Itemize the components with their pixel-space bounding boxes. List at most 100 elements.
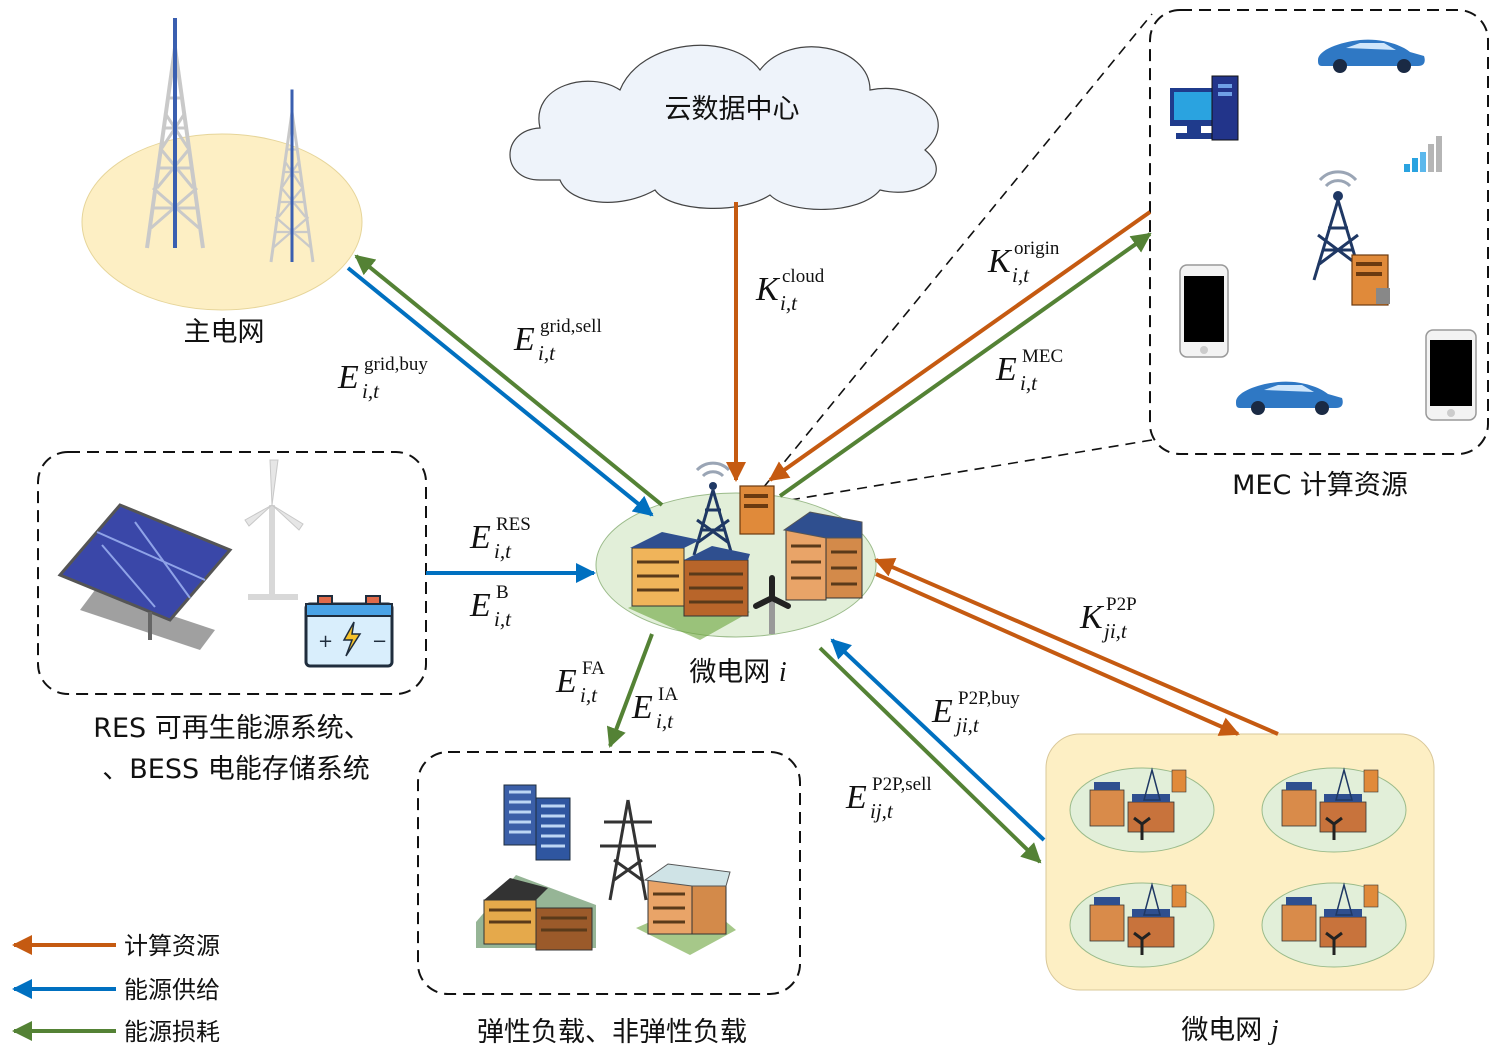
flow-label-sup: RES [496,514,531,535]
res-bess-panel: + − RES 可再生能源系统、 、BESS 电能存储系统 [37,451,427,785]
building-icon [782,511,863,601]
mini-microgrid [1068,881,1216,969]
mec-label: MEC 计算资源 [1232,470,1408,501]
flow-label-base: E [469,587,491,624]
flow-label-sup: MEC [1022,346,1063,367]
svg-text:−: − [372,631,387,652]
flow-label-sub: i,t [780,291,798,315]
building-icon [476,875,596,951]
cloud-label: 云数据中心 [665,94,800,125]
microgrid-i-label: 微电网 i [689,657,786,688]
arrow-grid-sell [354,254,664,507]
arrow-p2p-compute-out [875,572,1240,736]
server-icon [739,485,775,535]
microgrid-j-cluster: 微电网 j [1045,733,1435,1046]
flow-label-sub: i,t [494,539,512,563]
mini-microgrid [1068,766,1216,854]
main-grid-node: 主电网 [81,16,363,348]
mini-microgrid [1260,881,1408,969]
flow-label-sup: cloud [782,266,825,287]
arrow-loads [606,633,654,748]
flow-label-base: E [337,359,359,396]
wind-turbine-icon [753,575,791,634]
flow-label-sup: IA [658,684,678,705]
mec-zoom-line-top [762,13,1153,489]
flow-label-sup: P2P,sell [872,774,932,795]
antenna-tower-icon [692,461,734,556]
flow-label-base: E [845,779,867,816]
flow-label-sup: P2P,buy [958,688,1020,709]
flow-label-sup: P2P [1106,594,1137,615]
flow-label-base: E [555,663,577,700]
flow-label-sub: i,t [1012,263,1030,287]
flow-label-sup: grid,sell [540,316,602,337]
arrow-mec-energy [778,232,1152,498]
signal-bars-icon [1404,136,1442,172]
battery-icon: + − [304,595,394,668]
building-icon [636,863,736,955]
microgrid-j-label: 微电网 j [1181,1015,1279,1046]
legend-item-compute: 计算资源 [12,932,220,960]
flow-label-base: K [1079,599,1105,636]
arrow-p2p-compute-in [874,557,1279,736]
flow-label-base: E [513,321,535,358]
arrow-mec-origin [768,210,1152,482]
arrow-p2p-sell [818,646,1042,864]
power-pylon-icon [600,799,656,901]
svg-text:能源损耗: 能源损耗 [124,1018,220,1046]
building-icon [628,532,750,640]
svg-text:+: + [318,631,333,652]
flow-label-sup: grid,buy [364,354,428,375]
legend: 计算资源 能源供给 能源损耗 [12,932,220,1046]
flow-label-sub: i,t [656,709,674,733]
flow-label-base: K [755,271,781,308]
desktop-computer-icon [1170,75,1239,141]
loads-panel: 弹性负载、非弹性负载 [417,751,801,1048]
flow-label-sub: i,t [362,379,380,403]
legend-item-loss: 能源损耗 [12,1018,220,1046]
car-icon [1236,381,1343,415]
flow-label-base: E [931,693,953,730]
antenna-tower-icon [1312,170,1364,281]
arrow-p2p-buy [830,638,1046,842]
cloud-node: 云数据中心 [509,44,939,210]
main-grid-label: 主电网 [184,317,265,348]
flow-label-base: K [987,243,1013,280]
flow-label-sup: B [496,582,509,603]
flow-label-base: E [631,689,653,726]
car-icon [1318,39,1425,73]
flow-label-sub: ji,t [1101,619,1128,643]
flow-label-sup: FA [582,658,605,679]
legend-item-supply: 能源供给 [12,976,220,1004]
flow-label-sub: i,t [1020,371,1038,395]
flow-label-sub: ij,t [870,799,894,823]
smartphone-icon [1179,264,1229,358]
solar-panel-icon [57,503,233,650]
svg-text:能源供给: 能源供给 [124,976,220,1004]
building-icon [503,784,571,861]
cloud-icon [509,44,939,210]
flow-label-base: E [469,519,491,556]
flow-label-sub: ji,t [953,713,980,737]
server-icon [1351,254,1390,306]
flow-label-sub: i,t [580,683,598,707]
arrow-grid-buy [346,266,654,517]
flow-label-base: E [995,351,1017,388]
flow-label-sup: origin [1014,238,1060,259]
mini-microgrid [1260,766,1408,854]
loads-label: 弹性负载、非弹性负载 [477,1017,747,1048]
svg-text:计算资源: 计算资源 [124,932,220,960]
